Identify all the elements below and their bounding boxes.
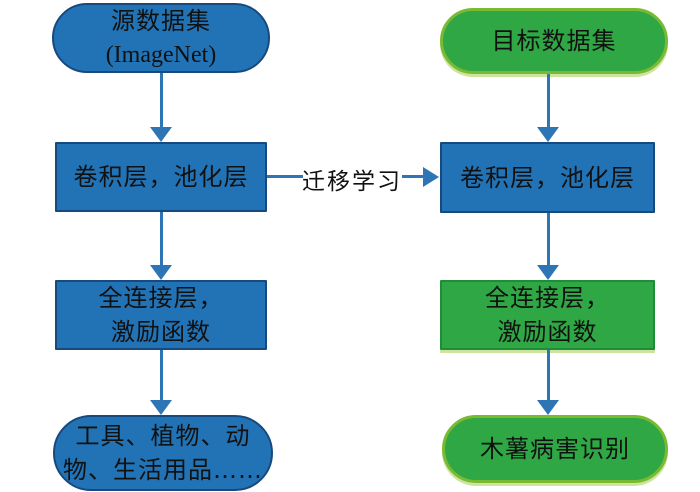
node-cassava-result-label: 木薯病害识别 <box>480 435 630 463</box>
node-cassava-result: 木薯病害识别 <box>442 415 668 483</box>
node-source-dataset-line1: 源数据集 <box>111 7 211 35</box>
arrow-shaft <box>546 213 550 265</box>
node-target-dataset: 目标数据集 <box>440 8 668 74</box>
arrow-shaft <box>546 74 550 127</box>
arrow-head-icon <box>537 127 559 142</box>
arrow-source-to-conv-left <box>149 73 173 142</box>
node-conv-pool-source-label: 卷积层，池化层 <box>73 163 249 191</box>
arrow-fc-to-result-left <box>149 350 173 415</box>
arrow-shaft <box>159 73 163 127</box>
node-conv-pool-target: 卷积层，池化层 <box>440 142 655 213</box>
transfer-connector-line-right <box>402 175 424 178</box>
transfer-arrow-head-icon <box>423 167 439 187</box>
node-source-classes-line1: 工具、植物、动 <box>75 422 251 450</box>
node-target-dataset-label: 目标数据集 <box>491 27 617 55</box>
node-source-dataset: 源数据集 (ImageNet) <box>52 3 270 73</box>
node-fc-target-line1: 全连接层， <box>485 284 610 312</box>
node-source-dataset-line2: (ImageNet) <box>105 42 217 68</box>
node-fc-source-line2: 激励函数 <box>111 318 211 346</box>
transfer-connector-line-left <box>267 175 303 178</box>
arrow-source-to-conv-right <box>536 74 560 142</box>
transfer-learning-label: 迁移学习 <box>302 169 402 195</box>
arrow-shaft <box>546 350 550 400</box>
node-fc-target: 全连接层， 激励函数 <box>440 280 655 350</box>
arrow-head-icon <box>150 265 172 280</box>
arrow-head-icon <box>150 400 172 415</box>
arrow-fc-to-result-right <box>536 350 560 415</box>
node-conv-pool-source: 卷积层，池化层 <box>55 142 267 212</box>
node-fc-source: 全连接层， 激励函数 <box>55 280 267 350</box>
node-fc-source-line1: 全连接层， <box>98 284 224 312</box>
node-source-classes: 工具、植物、动 物、生活用品…… <box>53 415 273 491</box>
arrow-head-icon <box>537 265 559 280</box>
node-fc-target-line2: 激励函数 <box>497 318 598 346</box>
arrow-conv-to-fc-left <box>149 212 173 280</box>
node-conv-pool-target-label: 卷积层，池化层 <box>460 163 635 192</box>
arrow-shaft <box>159 350 163 400</box>
arrow-conv-to-fc-right <box>536 213 560 280</box>
arrow-shaft <box>159 212 163 265</box>
arrow-head-icon <box>150 127 172 142</box>
arrow-head-icon <box>537 400 559 415</box>
node-source-classes-line2: 物、生活用品…… <box>63 456 263 484</box>
